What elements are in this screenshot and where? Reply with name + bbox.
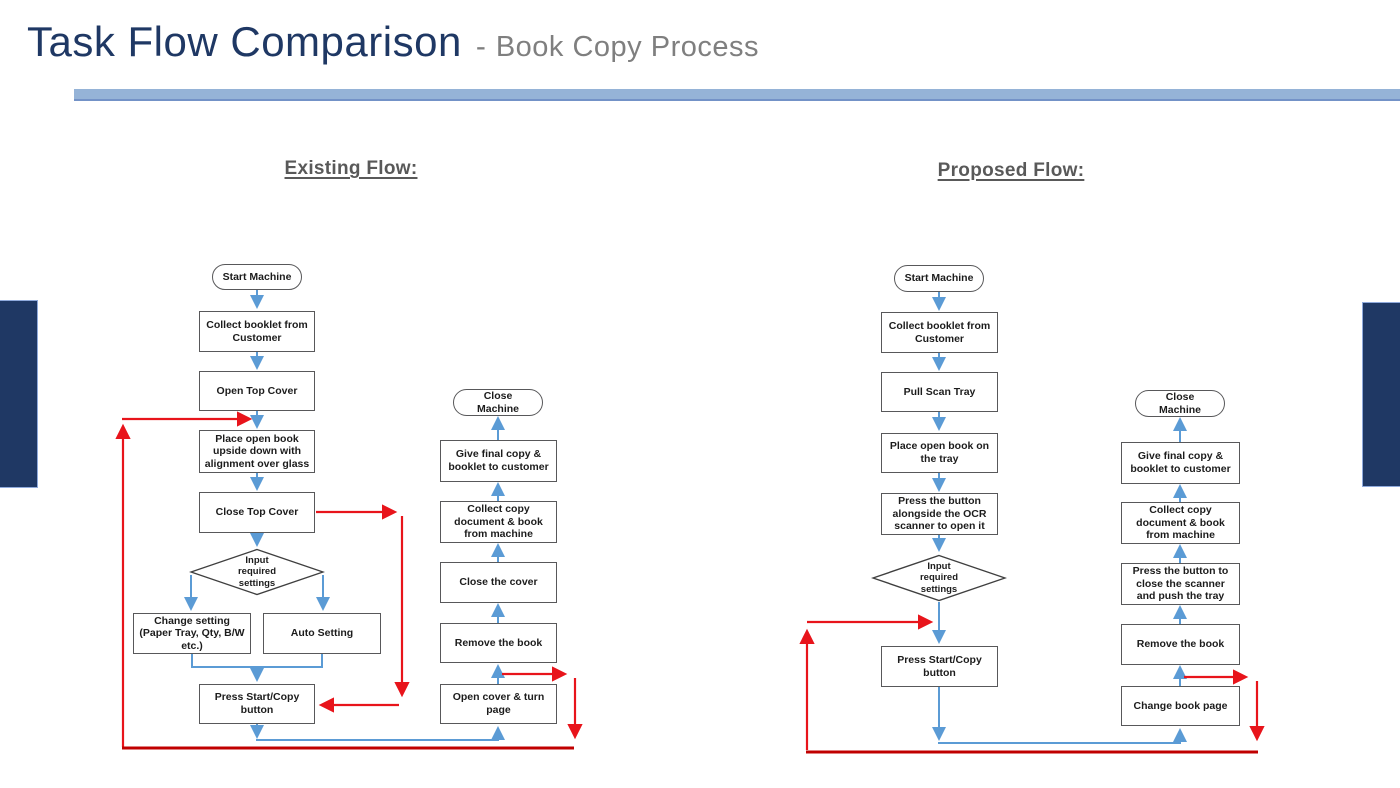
proposed-node-remove-the-book: Remove the book [1121, 624, 1240, 665]
existing-node-open-top-cover: Open Top Cover [199, 371, 315, 411]
existing-node-place-open-book: Place open book upside down with alignme… [199, 430, 315, 473]
left-edge-block [0, 300, 38, 488]
slide-title: Task Flow Comparison - Book Copy Process [27, 18, 759, 66]
proposed-node-change-book-page: Change book page [1121, 686, 1240, 726]
proposed-flow-heading: Proposed Flow: [937, 160, 1085, 181]
proposed-node-give-final-copy: Give final copy & booklet to customer [1121, 442, 1240, 484]
proposed-node-press-button-close: Press the button to close the scanner an… [1121, 563, 1240, 605]
proposed-node-press-start-copy: Press Start/Copy button [881, 646, 998, 687]
decision-label: Input required settings [919, 561, 958, 595]
existing-node-collect-booklet: Collect booklet from Customer [199, 311, 315, 352]
existing-flow-heading: Existing Flow: [284, 158, 418, 179]
proposed-node-collect-copy: Collect copy document & book from machin… [1121, 502, 1240, 544]
proposed-node-press-button-ocr: Press the button alongside the OCR scann… [881, 493, 998, 535]
existing-node-press-start-copy: Press Start/Copy button [199, 684, 315, 724]
existing-node-start-machine: Start Machine [212, 264, 302, 290]
existing-node-close-the-cover: Close the cover [440, 562, 557, 603]
title-subtitle-text: Book Copy Process [495, 31, 759, 63]
diamond-shape [189, 548, 325, 596]
right-edge-block [1362, 302, 1400, 487]
proposed-decision-input-settings: Input required settings [871, 554, 1007, 602]
existing-node-auto-setting: Auto Setting [263, 613, 381, 654]
existing-node-remove-the-book: Remove the book [440, 623, 557, 663]
existing-decision-input-settings: Input required settings [189, 548, 325, 596]
accent-bar [74, 89, 1400, 101]
title-separator: - [475, 30, 486, 63]
existing-node-change-setting: Change setting (Paper Tray, Qty, B/W etc… [133, 613, 251, 654]
proposed-node-pull-scan-tray: Pull Scan Tray [881, 372, 998, 412]
existing-node-give-final-copy: Give final copy & booklet to customer [440, 440, 557, 482]
existing-node-collect-copy: Collect copy document & book from machin… [440, 501, 557, 543]
diamond-shape [871, 554, 1007, 602]
existing-node-close-top-cover: Close Top Cover [199, 492, 315, 533]
proposed-node-start-machine: Start Machine [894, 265, 984, 292]
proposed-node-close-machine: Close Machine [1135, 390, 1225, 417]
proposed-node-collect-booklet: Collect booklet from Customer [881, 312, 998, 353]
decision-label: Input required settings [237, 555, 276, 589]
existing-node-open-cover-turn-page: Open cover & turn page [440, 684, 557, 724]
proposed-node-place-open-book: Place open book on the tray [881, 433, 998, 473]
title-main-text: Task Flow Comparison [27, 18, 462, 65]
existing-node-close-machine: Close Machine [453, 389, 543, 416]
